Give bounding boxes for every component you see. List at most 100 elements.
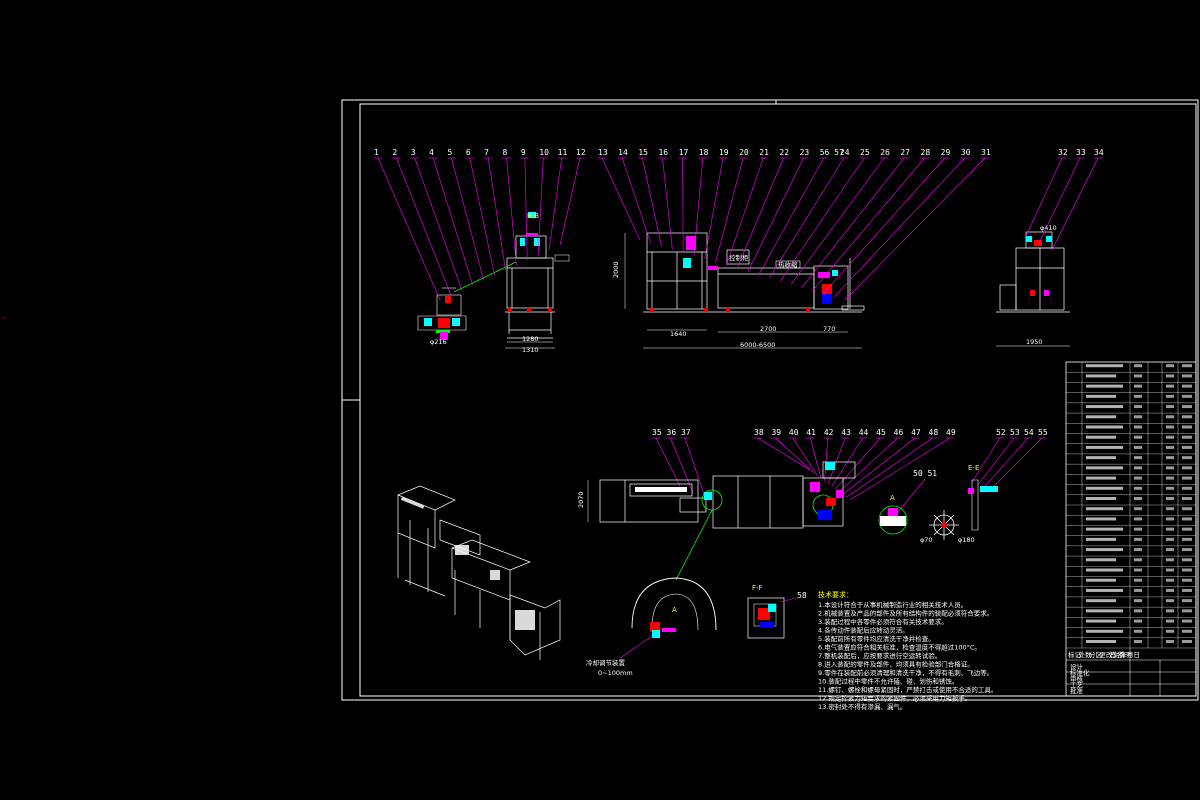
leader-line — [989, 437, 1043, 491]
part-balloon[interactable]: 39 — [771, 428, 781, 437]
note-line: 9.零件在装配前必须清理和清洗干净，不得有毛刺、飞边等。 — [818, 668, 993, 677]
part-balloon[interactable]: 58 — [797, 591, 807, 600]
isometric-view[interactable] — [397, 485, 561, 660]
leader-line — [726, 157, 764, 266]
dim-2000: 2000 — [612, 261, 620, 278]
part-balloon[interactable]: 41 — [806, 428, 816, 437]
part-balloon[interactable]: 56 57 — [820, 148, 844, 157]
part-balloon[interactable]: 24 — [840, 148, 850, 157]
leader-line — [1038, 157, 1081, 244]
part-balloon[interactable]: 37 — [681, 428, 691, 437]
note-line: 7.整机装配后，应按要求进行空运转试验。 — [818, 651, 941, 660]
part-balloon[interactable]: 13 — [598, 148, 608, 157]
part-balloon[interactable]: 17 — [679, 148, 689, 157]
note-line: 10.装配过程中零件不允许磕、碰、划伤和锈蚀。 — [818, 677, 958, 686]
part-balloon[interactable]: 19 — [719, 148, 729, 157]
note-line: 6.电气装置应符合相关标准，检查温度不得超过100°C。 — [818, 643, 981, 652]
leader-line — [849, 437, 951, 501]
part-balloon[interactable]: 30 — [961, 148, 971, 157]
part-balloon[interactable]: 52 — [996, 428, 1006, 437]
leader-line — [824, 437, 829, 481]
part-balloon[interactable]: 53 — [1010, 428, 1020, 437]
part-balloon[interactable]: 16 — [658, 148, 668, 157]
leader-line — [693, 157, 704, 256]
leader-line — [833, 157, 966, 298]
part-balloon[interactable]: 2 — [392, 148, 397, 157]
part-balloon[interactable]: 46 — [894, 428, 904, 437]
part-balloon[interactable]: 8 — [503, 148, 508, 157]
part-balloon[interactable]: 33 — [1076, 148, 1086, 157]
note-line: 5.装配前所有零件均应清洗干净并检查。 — [818, 634, 935, 643]
part-balloon[interactable]: 18 — [699, 148, 709, 157]
title-block-label: 签名 — [1110, 650, 1123, 659]
part-balloon[interactable]: 29 — [941, 148, 951, 157]
part-balloon[interactable]: 10 — [539, 148, 549, 157]
part-balloon[interactable]: 6 — [466, 148, 471, 157]
part-balloon[interactable]: 32 — [1058, 148, 1068, 157]
part-balloon[interactable]: 28 — [921, 148, 931, 157]
part-balloon[interactable]: 26 — [880, 148, 890, 157]
dim-1640: 1640 — [670, 330, 687, 338]
detail-leader — [675, 509, 713, 581]
part-balloon[interactable]: 50 51 — [913, 469, 937, 478]
detail-note: 冷却调节装置 — [586, 658, 626, 667]
section-ff: F-F — [747, 584, 797, 639]
part-balloon[interactable]: 38 — [754, 428, 764, 437]
leader-line — [396, 157, 452, 296]
part-balloon[interactable]: 40 — [789, 428, 799, 437]
leader-line — [655, 437, 681, 487]
part-balloon[interactable]: 15 — [638, 148, 648, 157]
part-balloon[interactable]: 54 — [1024, 428, 1034, 437]
part-balloon[interactable]: 48 — [929, 428, 939, 437]
top-left-detail: φ216 — [417, 261, 517, 346]
part-balloon[interactable]: 23 — [800, 148, 810, 157]
leader-line — [758, 157, 824, 275]
dim-770: 770 — [823, 325, 835, 333]
top-left-side-view[interactable]: B-B φ216 1280 1310 — [417, 212, 570, 354]
part-balloon[interactable]: 43 — [841, 428, 851, 437]
part-balloon[interactable]: 31 — [981, 148, 991, 157]
leader-line — [537, 157, 544, 256]
sign-label: 标准化 — [1070, 668, 1090, 677]
part-balloon[interactable]: 36 — [667, 428, 677, 437]
part-balloon[interactable]: 5 — [447, 148, 452, 157]
leader-line — [838, 437, 898, 493]
dim-1950: 1950 — [1026, 338, 1043, 346]
part-balloon[interactable]: 35 — [652, 428, 662, 437]
part-balloon[interactable]: 7 — [484, 148, 489, 157]
part-balloon[interactable]: 45 — [876, 428, 886, 437]
leader-line — [487, 157, 506, 271]
part-balloon[interactable]: 21 — [759, 148, 769, 157]
leader-line — [670, 437, 694, 494]
leader-line — [812, 157, 925, 291]
part-balloon[interactable]: 22 — [779, 148, 789, 157]
top-main-front-view[interactable]: 控制柜 热收缩 2000 1640 2700 770 6000-6500 — [612, 232, 865, 349]
dim-2070: 2070 — [577, 491, 585, 508]
part-balloon[interactable]: 20 — [739, 148, 749, 157]
leader-line — [844, 157, 986, 301]
top-right-side-view[interactable]: 1950 φ410 — [996, 224, 1070, 347]
part-balloon[interactable]: 25 — [860, 148, 870, 157]
part-balloon[interactable]: 14 — [618, 148, 628, 157]
part-balloon[interactable]: 44 — [859, 428, 869, 437]
part-balloon[interactable]: 9 — [521, 148, 526, 157]
part-balloon[interactable]: 3 — [411, 148, 416, 157]
part-balloon[interactable]: 12 — [576, 148, 586, 157]
note-line: 4.各传动件装配后应转动灵活。 — [818, 626, 909, 635]
bottom-plan-view[interactable]: 2070 — [577, 461, 856, 529]
part-balloon[interactable]: 27 — [900, 148, 910, 157]
part-balloon[interactable]: 49 — [946, 428, 956, 437]
part-balloon[interactable]: 34 — [1094, 148, 1104, 157]
part-balloon[interactable]: 55 — [1038, 428, 1048, 437]
sign-label: 设计 — [1070, 662, 1084, 671]
technical-notes: 技术要求： 1.本设计符合于从事机械制造行业的相关技术人员。2.机械装置及产品的… — [818, 590, 997, 711]
part-balloon[interactable]: 47 — [911, 428, 921, 437]
part-balloon[interactable]: 42 — [824, 428, 834, 437]
part-balloon[interactable]: 1 — [374, 148, 379, 157]
part-balloon[interactable]: 11 — [558, 148, 568, 157]
part-balloon[interactable]: 4 — [429, 148, 434, 157]
leader-line — [842, 437, 916, 495]
